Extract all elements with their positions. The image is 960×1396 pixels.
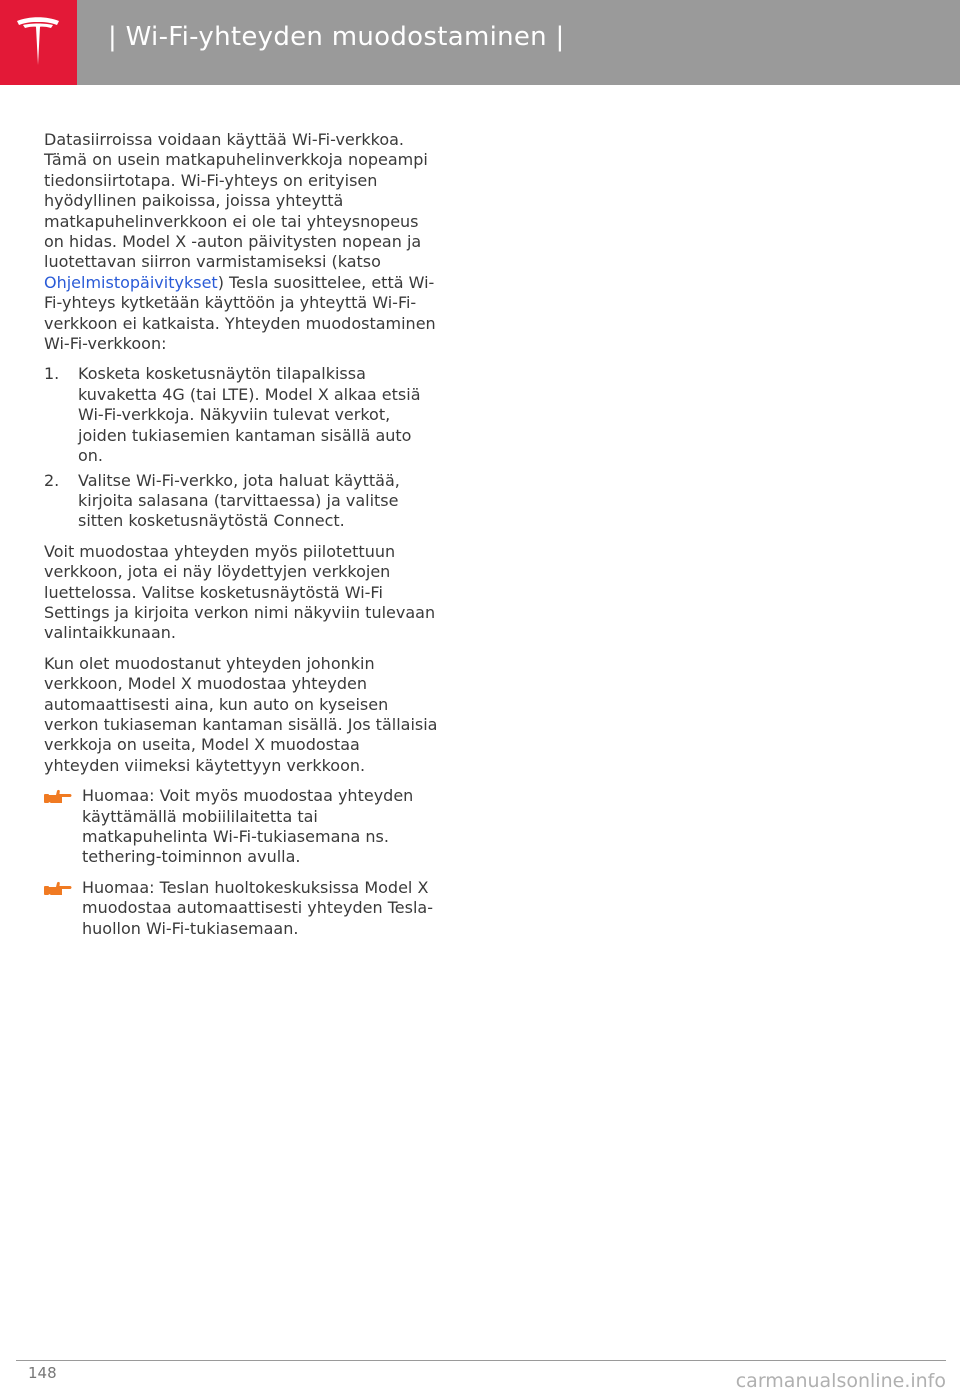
page-title: | Wi-Fi-yhteyden muodostaminen | — [108, 22, 565, 52]
intro-paragraph: Datasiirroissa voidaan käyttää Wi-Fi-ver… — [44, 130, 439, 354]
note-text: Huomaa: Voit myös muodostaa yhteyden käy… — [82, 786, 414, 867]
step-number: 1. — [44, 364, 60, 384]
note-tethering: Huomaa: Voit myös muodostaa yhteyden käy… — [44, 786, 439, 868]
auto-connect-paragraph: Kun olet muodostanut yhteyden johonkin v… — [44, 653, 438, 775]
list-item: 1. Kosketa kosketusnäytön tilapalkissa ku… — [44, 364, 439, 466]
intro-text-continued: ) Tesla suosittelee, että Wi-Fi-yhteys k… — [44, 272, 436, 354]
step-number: 2. — [44, 470, 60, 490]
pointing-hand-icon — [44, 790, 72, 804]
tesla-logo — [0, 0, 77, 85]
page-number: 148 — [28, 1364, 57, 1382]
pointing-hand-icon — [44, 881, 72, 895]
steps-list: 1. Kosketa kosketusnäytön tilapalkissa ku… — [44, 364, 439, 531]
step-text: Kosketa kosketusnäytön tilapalkissa kuva… — [78, 364, 421, 466]
software-updates-link[interactable]: Ohjelmistopäivitykset — [44, 272, 218, 292]
footer-divider — [16, 1360, 946, 1361]
step-text: Valitse Wi-Fi-verkko, jota haluat käyttä… — [78, 470, 400, 531]
hidden-network-paragraph: Voit muodostaa yhteyden myös piilotettuu… — [44, 541, 436, 643]
document-body: Datasiirroissa voidaan käyttää Wi-Fi-ver… — [44, 130, 439, 949]
note-service-center: Huomaa: Teslan huoltokeskuksissa Model X… — [44, 878, 439, 939]
note-text: Huomaa: Teslan huoltokeskuksissa Model X… — [82, 877, 433, 938]
watermark: carmanualsonline.info — [735, 1370, 946, 1392]
tesla-logo-icon — [17, 17, 59, 65]
list-item: 2. Valitse Wi-Fi-verkko, jota haluat käyt… — [44, 471, 439, 532]
page-header: | Wi-Fi-yhteyden muodostaminen | — [0, 0, 960, 85]
intro-text: Datasiirroissa voidaan käyttää Wi-Fi-ver… — [44, 130, 428, 272]
